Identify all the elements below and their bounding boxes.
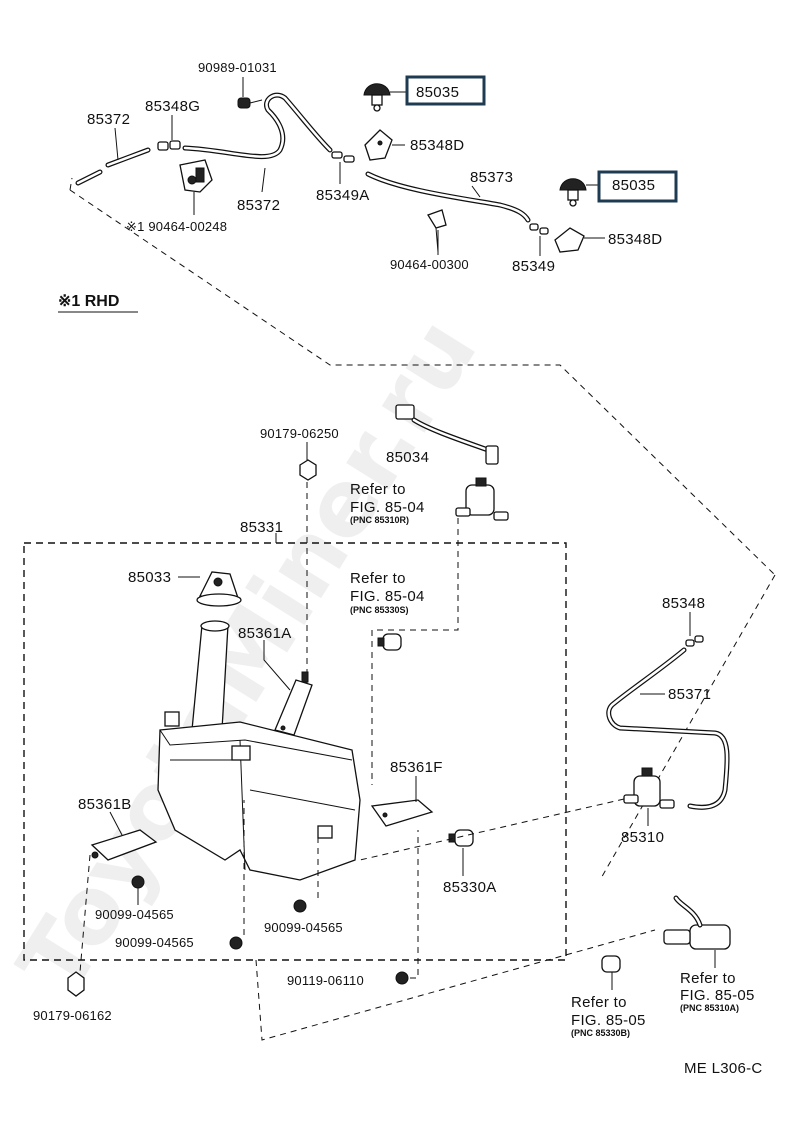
bolt-90099-04565-c[interactable] [293,899,307,913]
label-85035-left: 85035 [416,84,459,101]
pump-85310a[interactable] [663,895,731,950]
label-85373: 85373 [470,169,513,186]
label-85361f: 85361F [390,759,443,776]
label-85035-right: 85035 [612,177,655,194]
leader-pump-85310 [359,798,625,861]
nut-90179-06162[interactable] [67,971,85,997]
label-90119-06110: 90119-06110 [287,973,364,988]
svg-text:Refer to: Refer to [350,570,406,587]
top-group-edge [69,177,73,191]
connector-85349a[interactable] [331,151,355,163]
bracket-85348d-bottom[interactable] [554,227,585,253]
lower-group-outline [255,929,656,1041]
svg-text:(PNC 85310R): (PNC 85310R) [350,515,409,525]
label-90464-00300: 90464-00300 [390,257,469,272]
refer-note-85310a: Refer to FIG. 85-05 (PNC 85310A) [680,970,755,1013]
joint-85348g[interactable] [157,140,181,151]
hose-85372-main[interactable] [182,92,333,160]
label-85348d-top: 85348D [410,137,464,154]
clamp-90464-00300[interactable] [427,209,447,253]
watermark: ToyotaMiner.ru [0,300,498,1011]
hose-85373[interactable] [365,171,531,223]
label-85348d-bottom: 85348D [608,231,662,248]
bracket-85361f[interactable] [370,799,434,827]
hose-85371[interactable] [606,647,730,810]
label-90464-00248: ※1 90464-00248 [126,219,227,234]
pump-85310[interactable] [623,767,675,809]
label-85348: 85348 [662,595,705,612]
leader-85361b [109,811,123,836]
label-85372-main: 85372 [237,197,280,214]
rhd-note: ※1 RHD [58,293,119,310]
joint-85348[interactable] [685,635,704,647]
bolt-90099-04565-a[interactable] [131,875,145,889]
leader-lines-top [114,77,605,256]
label-85371: 85371 [668,686,711,703]
hose-85372-left[interactable] [75,147,151,186]
grommet-85330b[interactable] [601,955,621,973]
right-group-outline [599,574,776,881]
label-90989-01031: 90989-01031 [198,60,277,75]
grommet-85330a[interactable] [448,829,474,847]
svg-text:FIG. 85-04: FIG. 85-04 [350,499,425,516]
cap-85033[interactable] [196,571,242,607]
nozzle-85035-left[interactable] [363,83,391,112]
svg-text:(PNC 85330B): (PNC 85330B) [571,1028,630,1038]
refer-note-85330b: Refer to FIG. 85-05 (PNC 85330B) [571,994,646,1038]
top-group-outline [69,189,776,576]
wire-harness-85034[interactable] [395,404,499,465]
grommet-85330s[interactable] [377,633,402,651]
label-85033: 85033 [128,569,171,586]
leader-90119-06110 [410,830,419,979]
leader-85361a [263,640,291,691]
label-85349: 85349 [512,258,555,275]
diagram-code: ME L306-C [684,1060,763,1077]
nozzle-85035-right[interactable] [559,178,587,207]
svg-text:FIG. 85-05: FIG. 85-05 [571,1012,646,1029]
label-90099-04565-b: 90099-04565 [115,935,194,950]
svg-text:Refer to: Refer to [571,994,627,1011]
pump-upper[interactable] [455,477,509,521]
bracket-85361b[interactable] [90,829,158,861]
bracket-85361a[interactable] [274,671,313,736]
label-90179-06162: 90179-06162 [33,1008,112,1023]
label-85331: 85331 [240,519,283,536]
connector-85349[interactable] [529,223,549,235]
label-90099-04565-a: 90099-04565 [95,907,174,922]
label-90099-04565-c: 90099-04565 [264,920,343,935]
highlight-85035-right [597,170,678,203]
bolt-90179-06250[interactable] [299,459,317,481]
refer-note-85330s: Refer to FIG. 85-04 (PNC 85330S) [350,570,425,615]
label-85330a: 85330A [443,879,497,896]
svg-text:FIG. 85-04: FIG. 85-04 [350,588,425,605]
label-85348g: 85348G [145,98,200,115]
label-85372-left: 85372 [87,111,130,128]
washer-tank[interactable] [157,620,361,881]
svg-text:(PNC 85330S): (PNC 85330S) [350,605,409,615]
label-85349a: 85349A [316,187,370,204]
clip-90989-01031[interactable] [237,97,263,109]
bolt-90119-06110[interactable] [395,971,409,985]
label-85361a: 85361A [238,625,292,642]
bolt-90099-04565-b[interactable] [229,936,243,950]
svg-text:FIG. 85-05: FIG. 85-05 [680,987,755,1004]
label-85310: 85310 [621,829,664,846]
leader-pump-upper [371,518,459,785]
svg-text:Refer to: Refer to [350,481,406,498]
bracket-85348d-top[interactable] [364,129,393,161]
refer-note-85310r: Refer to FIG. 85-04 (PNC 85310R) [350,481,425,525]
tank-assembly-outline [23,542,567,961]
label-85361b: 85361B [78,796,132,813]
svg-text:Refer to: Refer to [680,970,736,987]
svg-text:(PNC 85310A): (PNC 85310A) [680,1003,739,1013]
leader-90179-06162 [79,854,91,973]
highlight-85035-left [405,75,486,106]
label-85034: 85034 [386,449,429,466]
clamp-90464-00248[interactable] [179,159,213,193]
label-90179-06250: 90179-06250 [260,426,339,441]
